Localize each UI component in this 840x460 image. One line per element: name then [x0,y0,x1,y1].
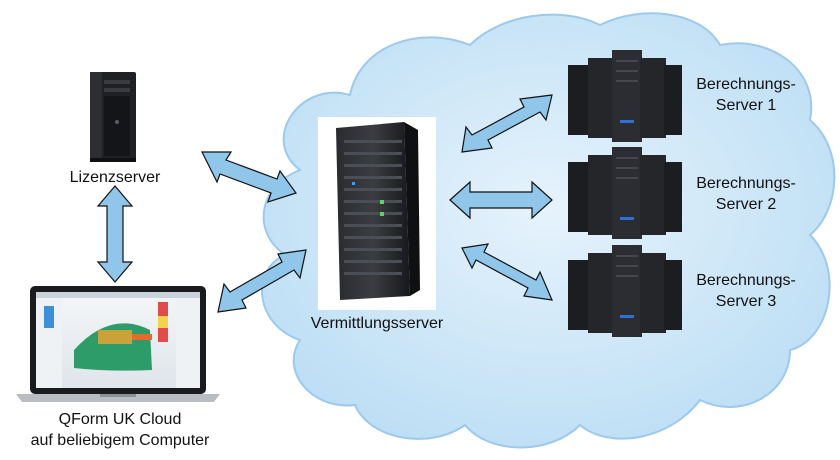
laptop-icon [16,286,220,402]
compute-server-3-icon [568,245,682,337]
broker-server-icon [318,117,436,310]
arrow-broker-server1 [461,94,553,153]
compute-server-1-label-line2: Server 1 [715,97,777,114]
compute-server-2-label-line2: Server 2 [715,196,777,213]
compute-server-1-icon [568,50,682,142]
arrow-client-broker [217,249,307,313]
client-label-line1: QForm UK Cloud [58,411,182,428]
license-server-icon [90,72,136,162]
compute-server-2-icon [568,147,682,239]
arrow-license-client [96,185,134,283]
arrow-license-broker [201,151,297,203]
arrow-broker-server3 [461,243,553,301]
broker-label: Vermittlungsserver [310,315,444,332]
compute-server-1-label-line1: Berechnungs- [696,76,796,93]
arrow-broker-server2 [449,180,553,220]
compute-server-2-label-line1: Berechnungs- [696,175,796,192]
compute-server-3-label-line1: Berechnungs- [696,272,796,289]
client-label-line2: auf beliebigem Computer [30,432,210,449]
compute-server-3-label-line2: Server 3 [715,293,777,310]
license-server-label: Lizenzserver [69,169,161,186]
